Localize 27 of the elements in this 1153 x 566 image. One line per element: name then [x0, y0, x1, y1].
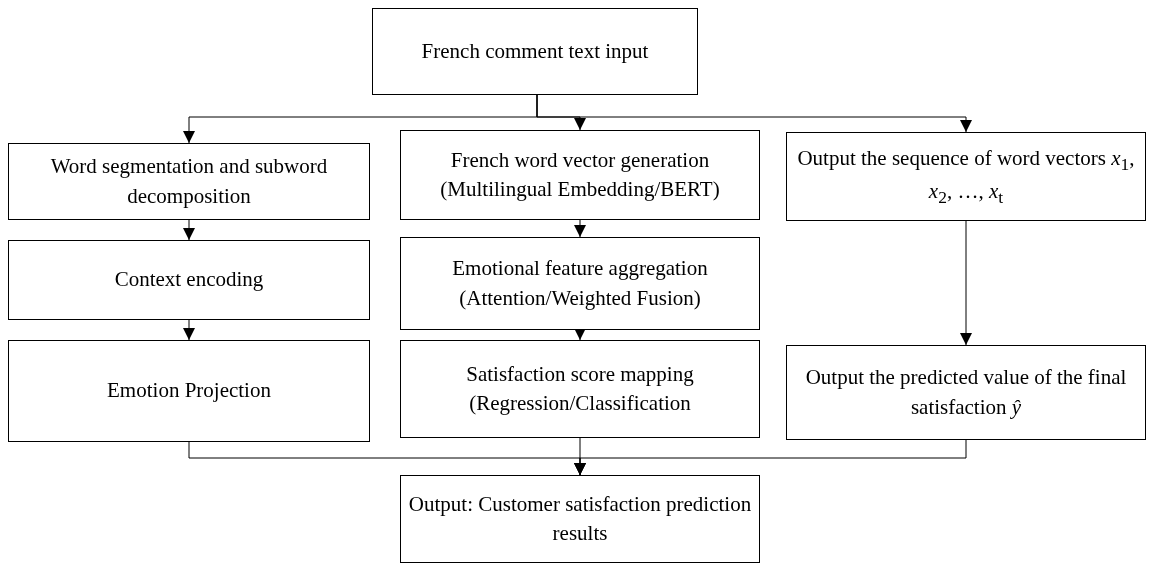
box-text: Emotional feature aggregation (Attention/Weighted Fusion): [451, 255, 709, 312]
box-text: Satisfaction score mapping (Regression/Classification: [465, 360, 695, 417]
process-box: [400, 475, 760, 563]
box-text: Word segmentation and subword decomposition: [49, 153, 329, 210]
arrow: [183, 319, 195, 341]
process-box: [400, 130, 760, 220]
arrow: [574, 219, 586, 238]
process-box: [8, 240, 370, 320]
process-box: [8, 143, 370, 220]
arrow: [574, 439, 967, 476]
process-box: [786, 345, 1146, 440]
box-text: Output the sequence of word vectors x$_{1}$, x$_{2}$, …, x$_{t}$: [796, 144, 1136, 209]
process-box: [786, 132, 1146, 221]
arrow: [574, 328, 586, 341]
box-text: French comment text input: [421, 37, 649, 65]
arrow: [536, 94, 972, 133]
process-box: [400, 237, 760, 330]
process-box: [372, 8, 698, 95]
process-box: [8, 340, 370, 442]
box-text: Output the predicted value of the final satisfaction ŷ: [804, 364, 1128, 421]
arrow: [183, 219, 195, 241]
box-text: Context encoding: [114, 266, 264, 294]
box-text: Emotion Projection: [107, 377, 271, 405]
box-text: French word vector generation (Multilingual Embedding/BERT): [439, 146, 721, 203]
box-text: Output: Customer satisfaction prediction results: [407, 490, 753, 547]
arrow: [960, 220, 972, 346]
process-box: [400, 340, 760, 438]
